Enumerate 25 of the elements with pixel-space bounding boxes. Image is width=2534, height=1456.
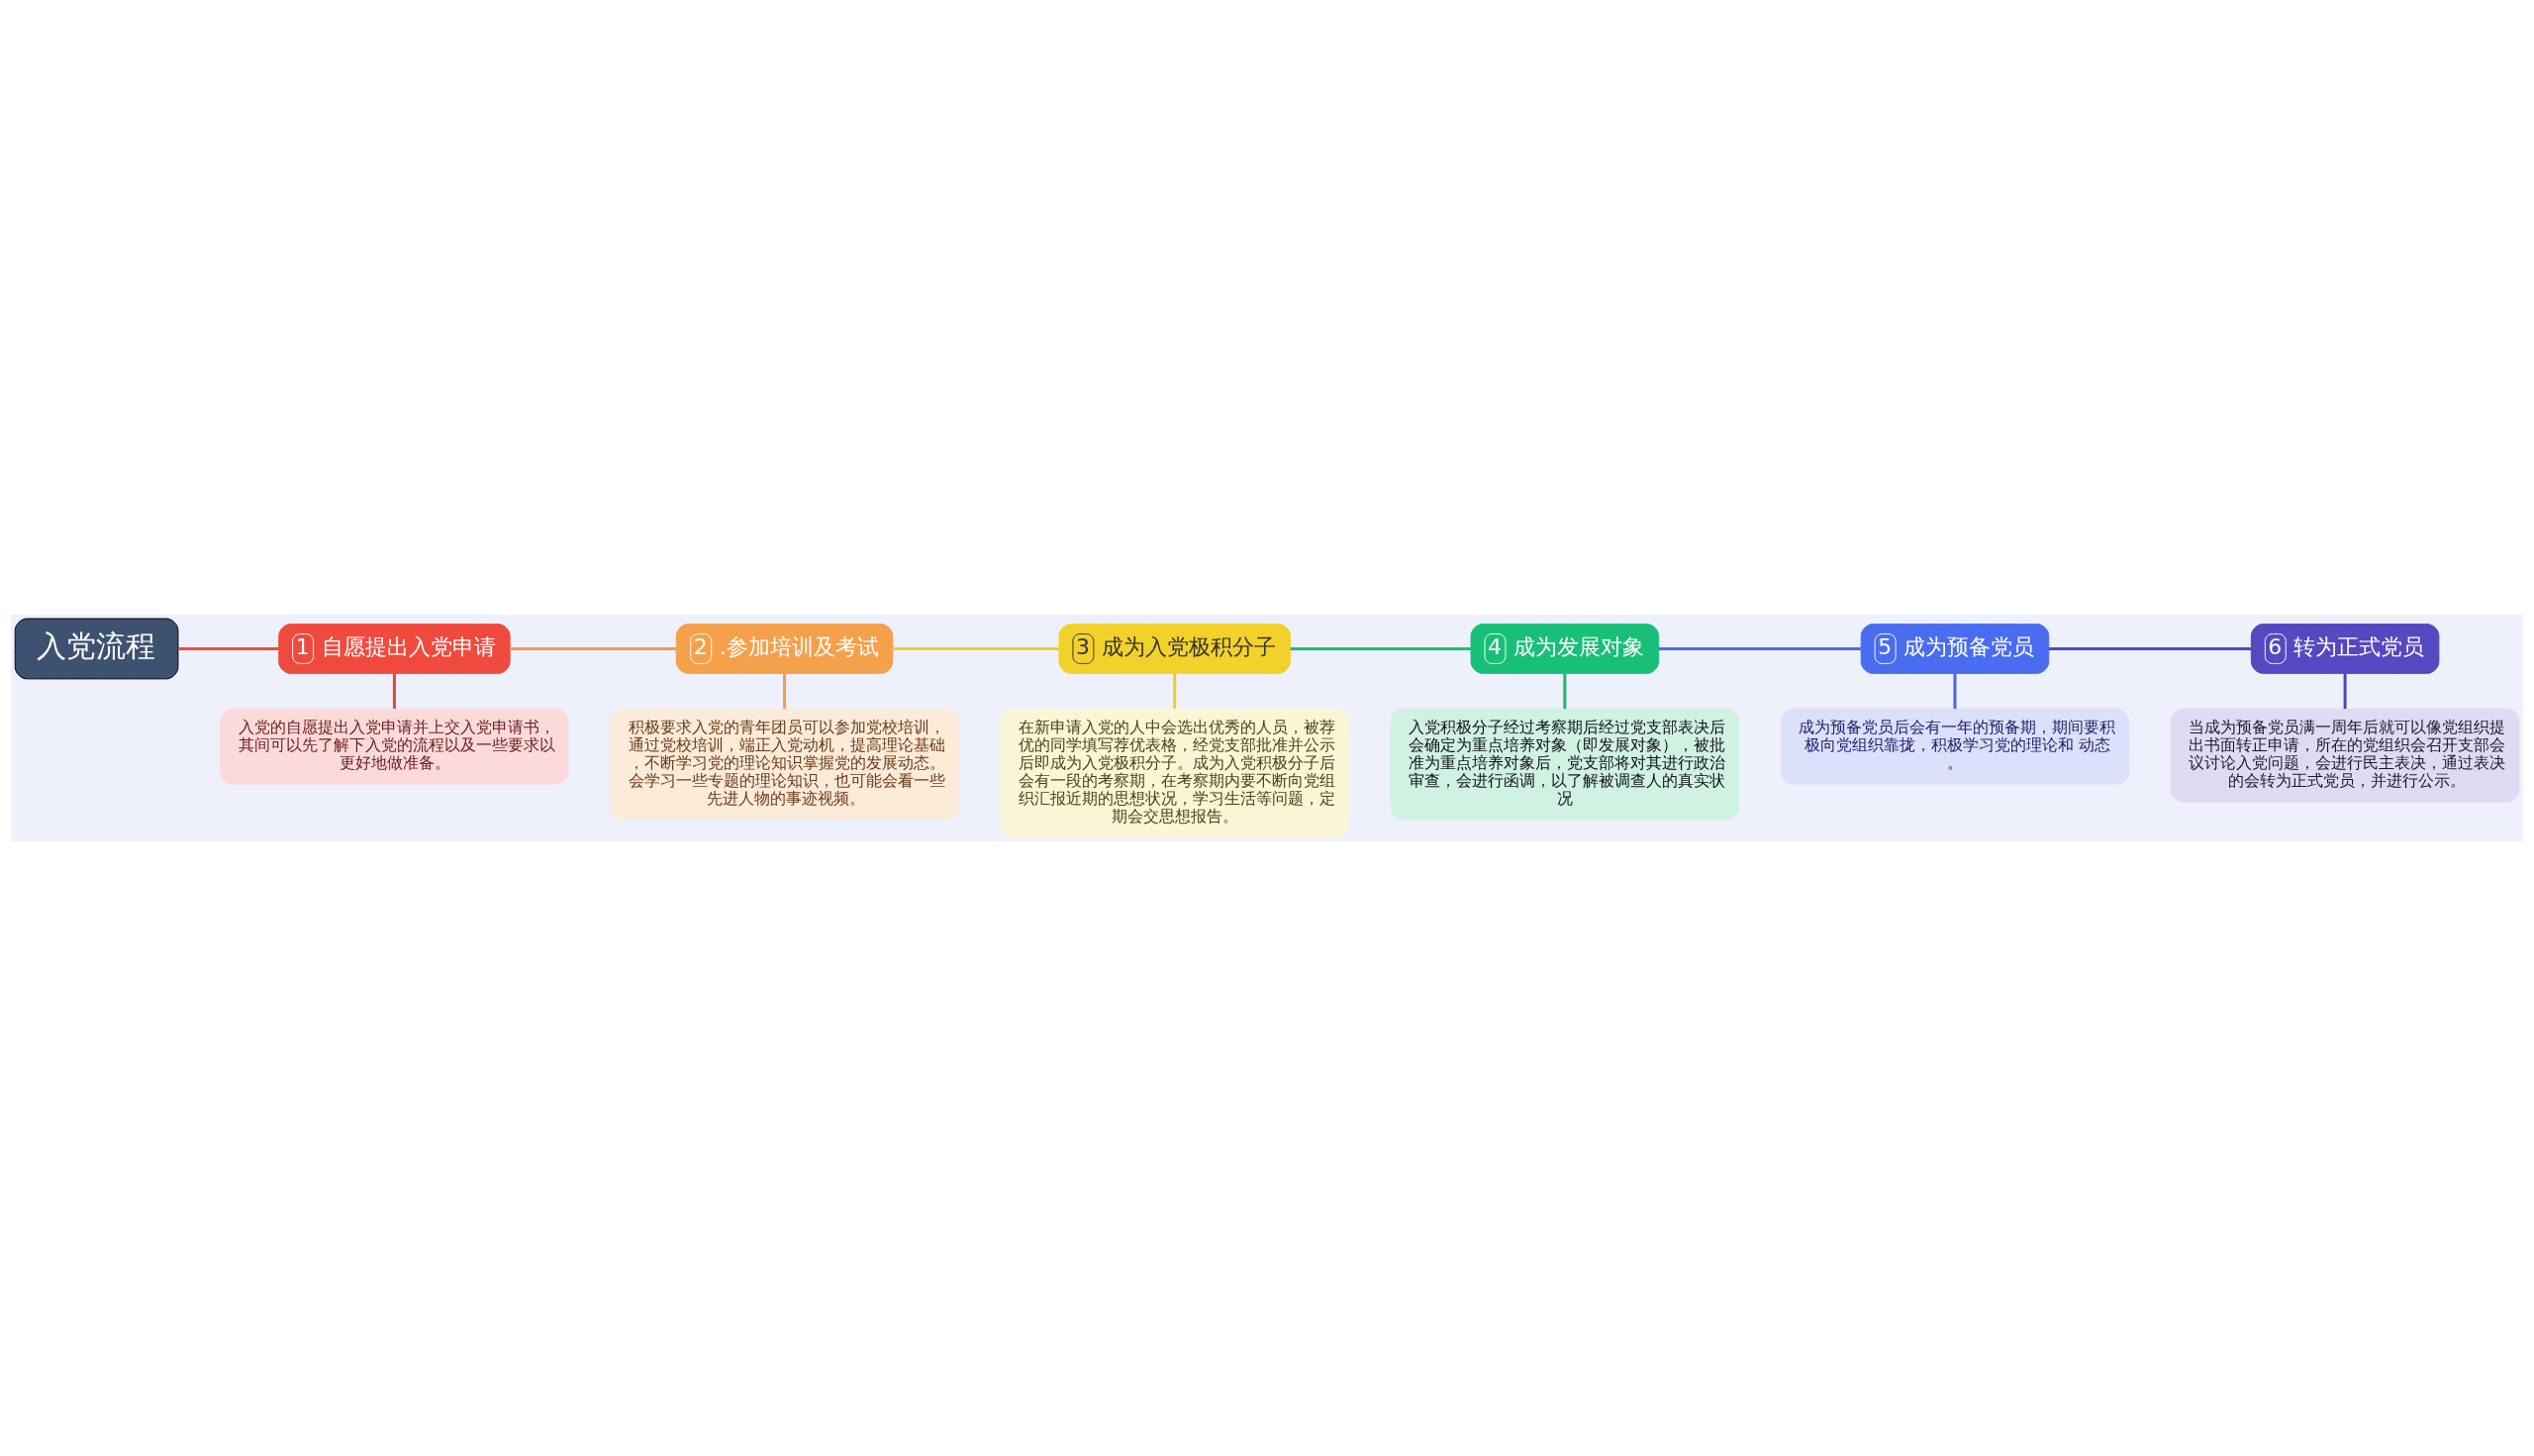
connector: [1658, 646, 1862, 650]
node-box: 2 .参加培训及考试: [675, 624, 894, 674]
node-box: 成为预备党员后会有一年的预备期，期间要积极向党组织靠拢，积极学习党的理论和 动态。: [1780, 708, 2130, 785]
node-box: 1 自愿提出入党申请: [278, 624, 511, 674]
node-box: 3 成为入党极积分子: [1058, 624, 1291, 674]
node-box: 入党积极分子经过考察期后经过党支部表决后会确定为重点培养对象（即发展对象），被批准为重点培养对象后，党支部将对其进行政治审查，会进行函调，以了解被调查人的真实状况: [1390, 708, 1739, 821]
connector: [1563, 673, 1567, 710]
connector: [2048, 646, 2252, 650]
node-box: 6 转为正式党员: [2250, 624, 2440, 674]
connector: [1290, 646, 1471, 650]
connector: [178, 646, 279, 650]
node-box: 在新申请入党的人中会选出优秀的人员，被荐优的同学填写荐优表格，经党支部批准并公示后即成为入党极积分子。成为入党积极分子后会有一段的考察期，在考察期内要不断向党组织汇报近期的思想状况，学习生活等问题，定期会交思想报告。: [1000, 708, 1349, 838]
node-box: 4 成为发展对象: [1470, 624, 1660, 674]
connector: [783, 673, 787, 710]
node-box: 5 成为预备党员: [1860, 624, 2050, 674]
connector: [893, 646, 1059, 650]
connector: [2343, 673, 2347, 710]
node-box: 入党流程: [14, 618, 179, 680]
connector: [510, 646, 677, 650]
node-box: 当成为预备党员满一周年后就可以像党组织提出书面转正申请，所在的党组织会召开支部会议讨论入党问题，会进行民主表决，通过表决的会转为正式党员，并进行公示。: [2171, 708, 2520, 803]
connector: [1953, 673, 1957, 709]
connector: [1173, 673, 1177, 709]
connector: [392, 673, 396, 709]
node-box: 入党的自愿提出入党申请并上交入党申请书，其间可以先了解下入党的流程以及一些要求以更好地做准备。: [220, 708, 569, 785]
node-box: 积极要求入党的青年团员可以参加党校培训，通过党校培训，端正入党动机，提高理论基础，不断学习党的理论知识掌握党的发展动态。会学习一些专题的理论知识，也可能会看一些先进人物的事迹视频。: [610, 708, 959, 821]
